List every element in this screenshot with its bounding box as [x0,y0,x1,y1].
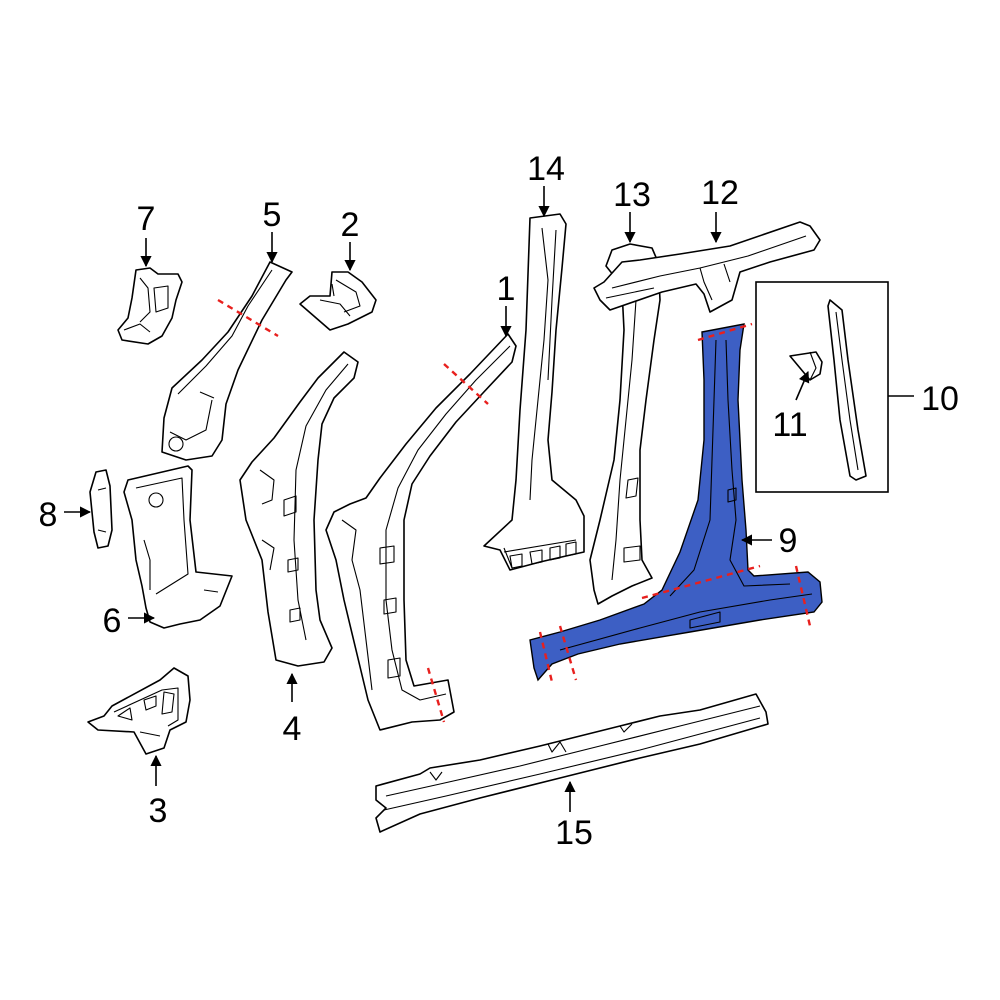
callout-5[interactable]: 5 [263,196,282,234]
callout-15[interactable]: 15 [555,814,593,852]
part-3-bracket[interactable] [87,667,191,755]
part-15-rocker-panel[interactable] [375,693,769,833]
callout-8[interactable]: 8 [39,496,58,534]
cut-lines [217,298,812,723]
part-2-bracket[interactable] [299,271,377,331]
part-6-inner-panel[interactable] [123,465,233,629]
leader-lines [64,186,914,812]
leader-11 [795,370,810,401]
part-5-pillar-reinforcement[interactable] [161,261,293,461]
callout-10[interactable]: 10 [921,380,959,418]
callout-14[interactable]: 14 [527,150,565,188]
callout-9[interactable]: 9 [779,522,798,560]
callout-3[interactable]: 3 [149,792,168,830]
callout-7[interactable]: 7 [137,200,156,238]
inset-panel [755,281,889,493]
part-12-roof-rail[interactable] [593,221,821,313]
part-8-plate[interactable] [89,469,113,549]
callout-2[interactable]: 2 [341,206,360,244]
inset-frame [755,281,889,493]
part-4-hinge-pillar[interactable] [239,351,359,667]
part-14-inner-pillar[interactable] [483,213,585,571]
part-10-garnish-strip[interactable] [827,299,867,481]
callout-1[interactable]: 1 [497,270,516,308]
callout-13[interactable]: 13 [613,176,651,214]
part-13-center-pillar-inner[interactable] [589,243,661,605]
callout-labels: 7 5 2 1 14 13 12 8 6 4 3 9 15 11 10 [39,150,959,852]
part-9-center-pillar-outer-highlighted[interactable] [529,323,823,682]
callout-6[interactable]: 6 [103,602,122,640]
callout-12[interactable]: 12 [701,174,739,212]
callout-11[interactable]: 11 [772,406,807,444]
part-1-outer-panel[interactable] [325,333,517,731]
callout-4[interactable]: 4 [283,710,302,748]
part-7-bracket[interactable] [117,267,183,345]
